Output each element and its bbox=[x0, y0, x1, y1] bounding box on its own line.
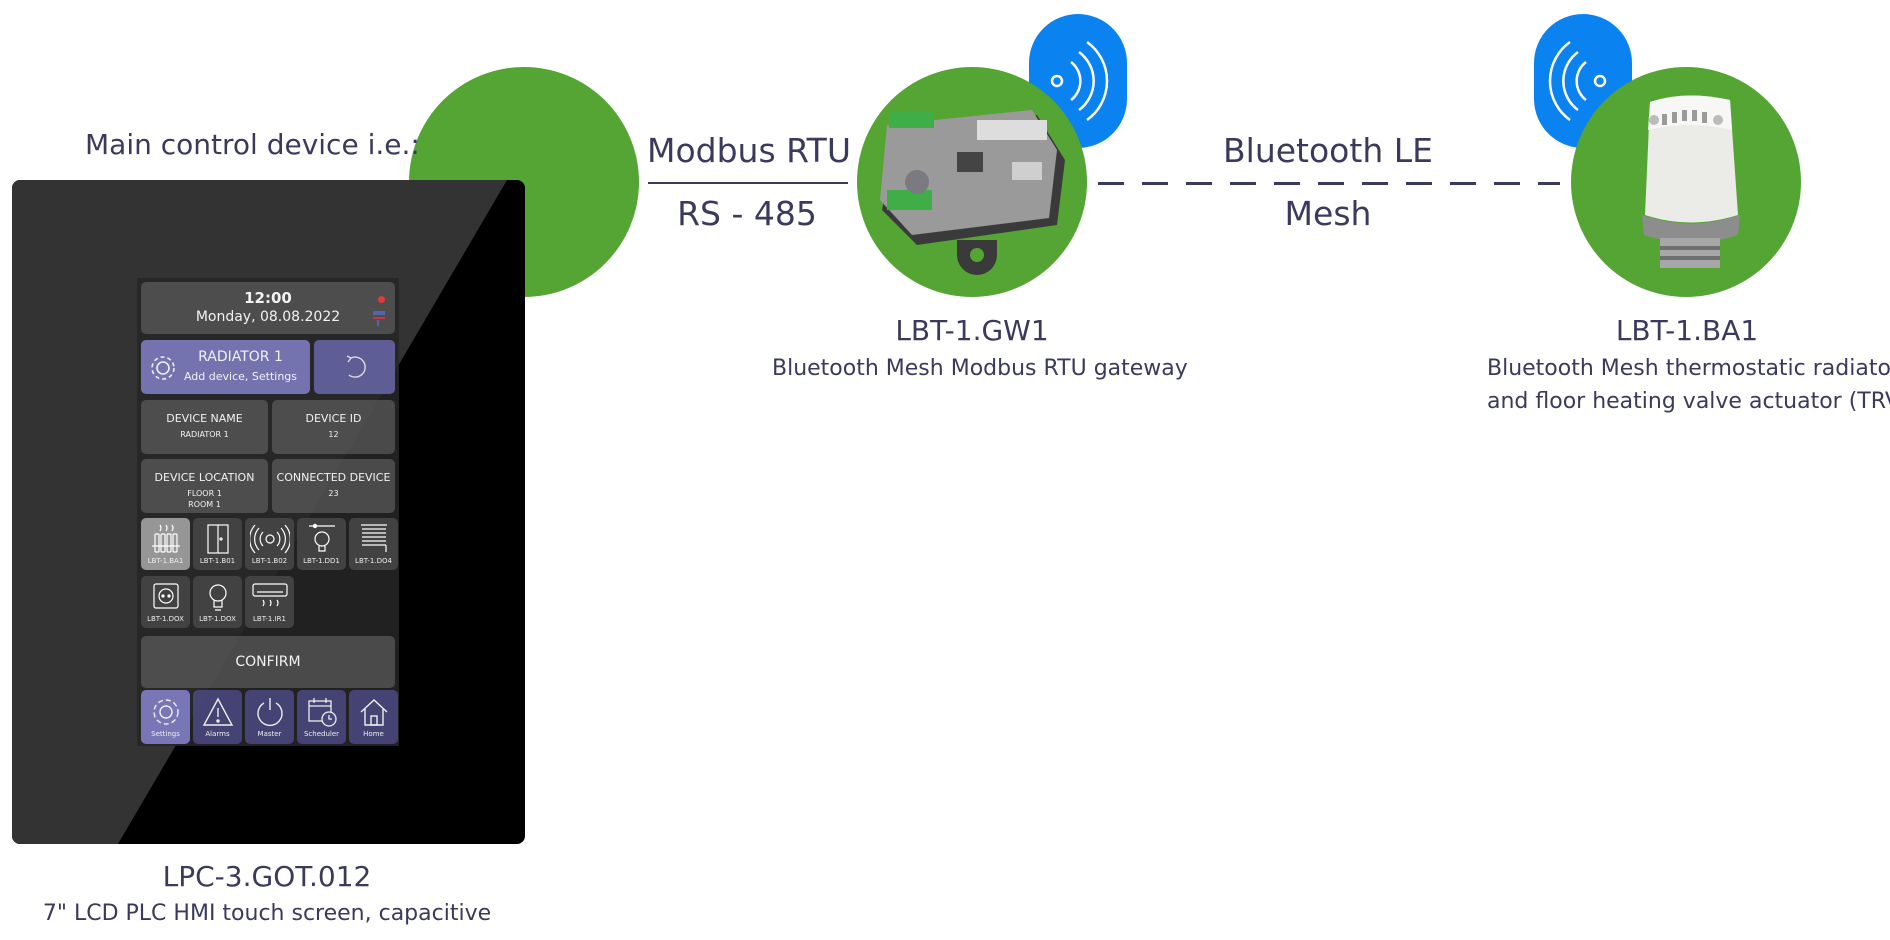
nav-home-label: Home bbox=[363, 730, 384, 738]
clock-tile: 12:00 Monday, 08.08.2022 bbox=[141, 282, 395, 334]
device-tile-dd1[interactable]: LBT-1.DD1 bbox=[297, 518, 346, 570]
device-name-field[interactable]: DEVICE NAME RADIATOR 1 bbox=[141, 400, 268, 454]
nav-alarms-label: Alarms bbox=[205, 730, 230, 738]
confirm-button[interactable]: CONFIRM bbox=[141, 636, 395, 688]
gateway-model-name: LBT-1.GW1 bbox=[895, 314, 1049, 347]
link2-protocol-label: Bluetooth LE bbox=[1223, 131, 1433, 170]
hmi-model-name: LPC-3.GOT.012 bbox=[162, 860, 372, 893]
gateway-description: Bluetooth Mesh Modbus RTU gateway bbox=[772, 356, 1188, 381]
device-location-floor: FLOOR 1 bbox=[187, 489, 222, 498]
nav-master[interactable]: Master bbox=[245, 690, 294, 744]
device-tile-dox-socket[interactable]: LBT-1.DOX bbox=[141, 576, 190, 628]
device-location-field[interactable]: DEVICE LOCATION FLOOR 1 ROOM 1 bbox=[141, 459, 268, 513]
link1-protocol-label: Modbus RTU bbox=[647, 131, 851, 170]
wireless-signal-icon bbox=[1548, 40, 1607, 122]
rs485-wire bbox=[648, 182, 848, 184]
device-tile-label: LBT-1.DOX bbox=[199, 615, 236, 623]
device-tile-label: LBT-1.BA1 bbox=[147, 557, 184, 565]
device-tile-do4[interactable]: LBT-1.DO4 bbox=[349, 518, 398, 570]
gear-icon bbox=[151, 356, 175, 380]
device-id-value: 12 bbox=[328, 430, 339, 439]
device-tile-label: LBT-1.DOX bbox=[147, 615, 184, 623]
actuator-description-line1: Bluetooth Mesh thermostatic radiator bbox=[1487, 356, 1890, 381]
device-tile-b02[interactable]: LBT-1.B02 bbox=[245, 518, 294, 570]
hmi-screen[interactable]: 12:00 Monday, 08.08.2022 RADIATOR 1 Add … bbox=[137, 278, 399, 746]
warning-icon bbox=[202, 697, 233, 726]
device-tile-dox-bulb[interactable]: LBT-1.DOX bbox=[193, 576, 242, 628]
bluetooth-link-line bbox=[1098, 182, 1560, 185]
trv-actuator-image bbox=[1642, 95, 1740, 268]
link1-bus-label: RS - 485 bbox=[677, 194, 817, 233]
nav-settings[interactable]: Settings bbox=[141, 690, 190, 744]
nav-scheduler-label: Scheduler bbox=[303, 730, 340, 738]
device-tile-ba1[interactable]: LBT-1.BA1 bbox=[141, 518, 190, 570]
device-settings-subtitle: Add device, Settings bbox=[183, 370, 298, 383]
device-location-room: ROOM 1 bbox=[188, 500, 221, 509]
calendar-clock-icon bbox=[307, 698, 337, 727]
dimmer-bulb-icon bbox=[308, 523, 335, 552]
device-name-label: DEVICE NAME bbox=[166, 412, 243, 425]
back-arrow-icon bbox=[346, 355, 366, 378]
home-icon bbox=[360, 699, 387, 726]
device-tile-label: LBT-1.B01 bbox=[199, 557, 236, 565]
device-name-value: RADIATOR 1 bbox=[180, 430, 229, 439]
socket-icon bbox=[152, 583, 179, 609]
hmi-device: 12:00 Monday, 08.08.2022 RADIATOR 1 Add … bbox=[12, 180, 525, 844]
actuator-description-line2: and floor heating valve actuator (TRV) bbox=[1487, 389, 1890, 414]
device-settings-title: RADIATOR 1 bbox=[198, 349, 283, 365]
radiator-icon bbox=[151, 524, 180, 553]
device-tile-label: LBT-1.DO4 bbox=[355, 557, 392, 565]
nav-scheduler[interactable]: Scheduler bbox=[297, 690, 346, 744]
nav-master-label: Master bbox=[257, 730, 282, 738]
clock-date: Monday, 08.08.2022 bbox=[195, 309, 341, 325]
device-tile-ir1[interactable]: LBT-1.IR1 bbox=[245, 576, 294, 628]
clock-time: 12:00 bbox=[244, 289, 292, 307]
device-id-field[interactable]: DEVICE ID 12 bbox=[272, 400, 395, 454]
device-tile-label: LBT-1.DD1 bbox=[303, 557, 340, 565]
nav-alarms[interactable]: Alarms bbox=[193, 690, 242, 744]
beacon-icon bbox=[249, 524, 290, 554]
hmi-description: 7" LCD PLC HMI touch screen, capacitive bbox=[42, 901, 492, 926]
device-id-label: DEVICE ID bbox=[305, 412, 362, 425]
air-conditioner-icon bbox=[251, 583, 288, 607]
power-icon bbox=[256, 698, 283, 727]
nav-settings-label: Settings bbox=[151, 730, 180, 738]
device-settings-tile[interactable]: RADIATOR 1 Add device, Settings bbox=[141, 340, 310, 394]
device-tile-label: LBT-1.B02 bbox=[251, 557, 288, 565]
bulb-icon bbox=[208, 584, 227, 611]
back-button[interactable] bbox=[314, 340, 395, 394]
flag-icon bbox=[373, 311, 385, 326]
main-control-caption: Main control device i.e.: bbox=[85, 128, 420, 161]
door-icon bbox=[206, 524, 229, 554]
gear-icon bbox=[152, 699, 179, 725]
nav-home[interactable]: Home bbox=[349, 690, 398, 744]
link2-network-label: Mesh bbox=[1284, 194, 1372, 233]
status-indicator-icon bbox=[378, 296, 385, 303]
device-tile-b01[interactable]: LBT-1.B01 bbox=[193, 518, 242, 570]
connected-device-field[interactable]: CONNECTED DEVICE 23 bbox=[272, 459, 395, 513]
confirm-label: CONFIRM bbox=[235, 654, 301, 670]
connected-device-label: CONNECTED DEVICE bbox=[276, 471, 391, 484]
blinds-icon bbox=[360, 524, 387, 552]
wireless-signal-icon bbox=[1050, 40, 1109, 122]
device-location-label: DEVICE LOCATION bbox=[154, 471, 255, 484]
actuator-model-name: LBT-1.BA1 bbox=[1615, 314, 1759, 347]
gateway-device-image bbox=[880, 110, 1065, 275]
device-tile-label: LBT-1.IR1 bbox=[253, 615, 286, 623]
connected-device-value: 23 bbox=[328, 489, 339, 498]
